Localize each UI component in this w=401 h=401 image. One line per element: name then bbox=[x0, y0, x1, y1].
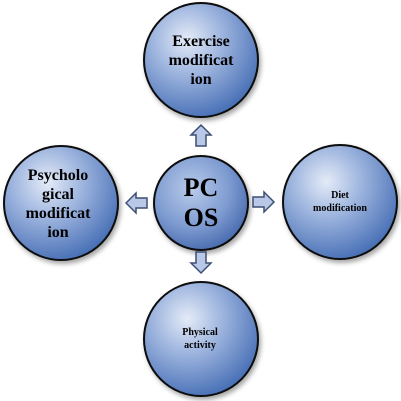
bottom-circle bbox=[143, 281, 259, 397]
right-label: Diet modification bbox=[313, 190, 367, 214]
arrow-down-icon bbox=[189, 251, 213, 275]
arrow-left-icon bbox=[124, 191, 148, 215]
top-label: Exercise modificat ion bbox=[168, 32, 234, 88]
bottom-label: Physical activity bbox=[182, 327, 218, 351]
center-label: PC OS bbox=[183, 173, 219, 232]
top-circle bbox=[143, 2, 259, 118]
left-label: Psycholo gical modificat ion bbox=[25, 167, 91, 241]
left-circle bbox=[3, 145, 119, 261]
arrow-right-icon bbox=[252, 190, 276, 214]
center-circle bbox=[153, 155, 249, 251]
arrow-up-icon bbox=[189, 123, 213, 147]
right-circle bbox=[282, 144, 398, 260]
